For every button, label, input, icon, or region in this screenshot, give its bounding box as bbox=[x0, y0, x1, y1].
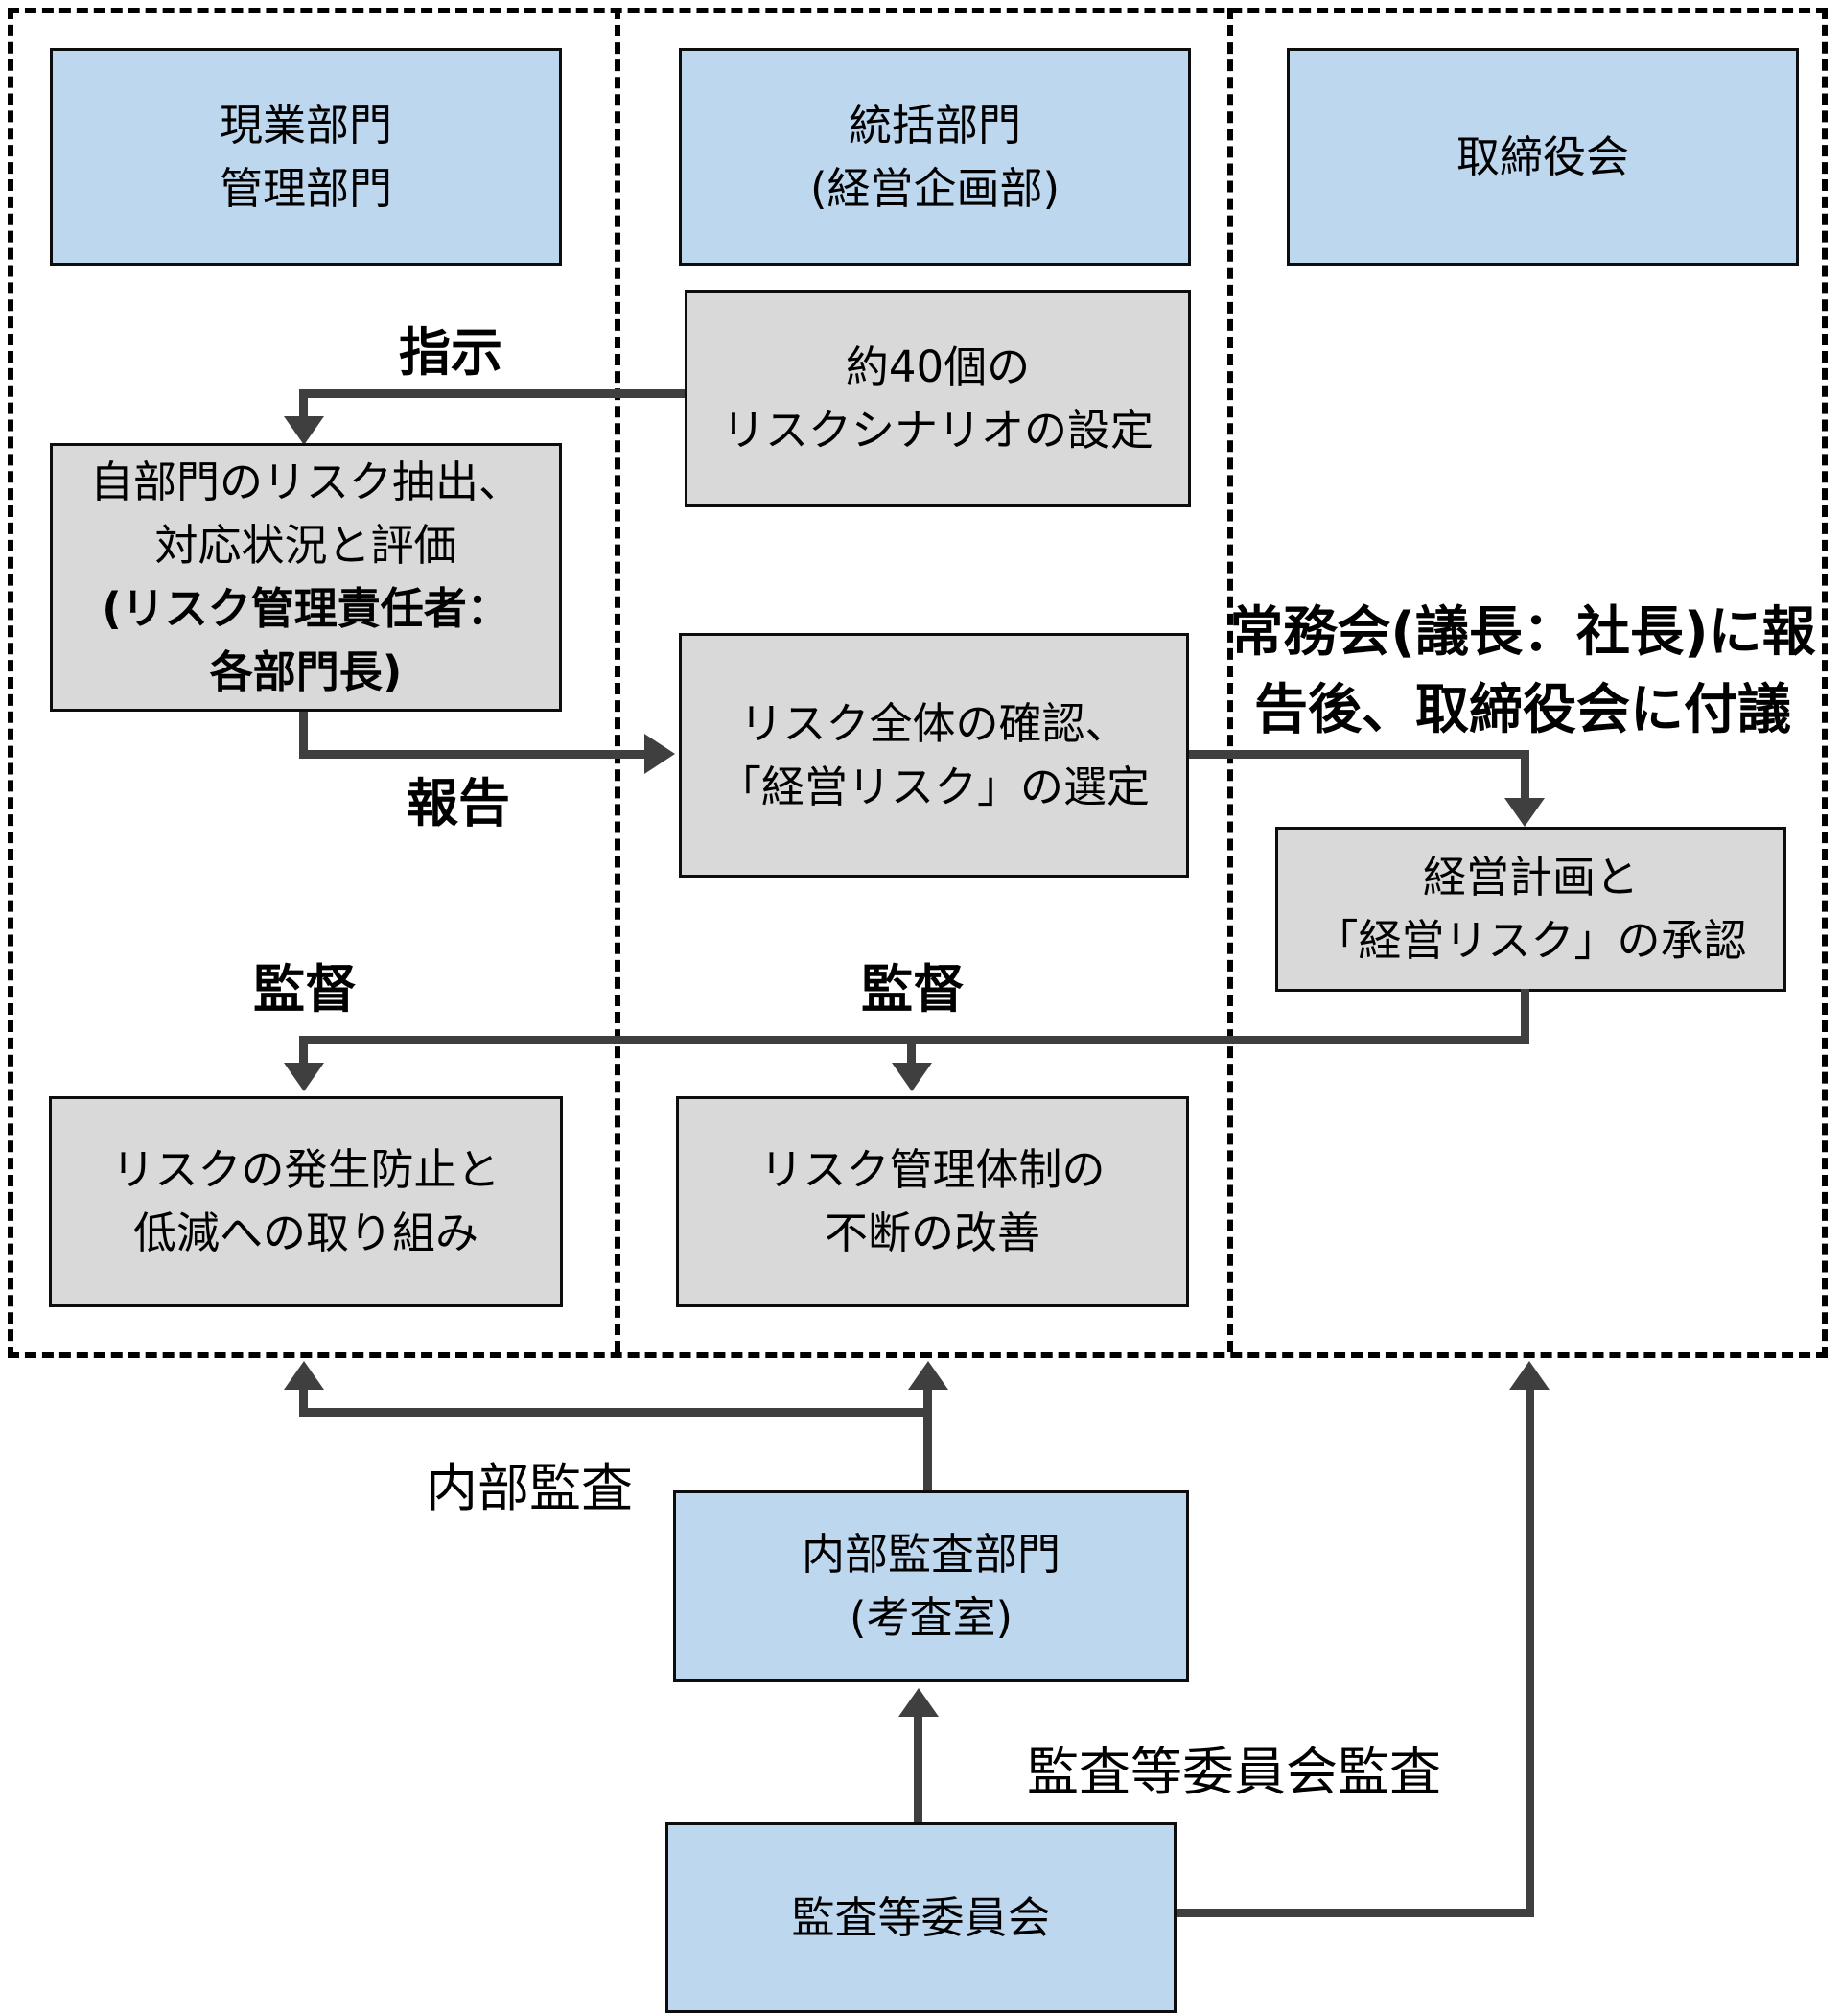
naibu-kansa-right-arrowhead-icon bbox=[908, 1361, 948, 1390]
jomukai-label: 常務会(議長：社長)に報 告後、取締役会に付議 bbox=[1216, 594, 1829, 749]
kansato-iinkai-label-text: 監査等委員会 bbox=[791, 1891, 1051, 1943]
jibumon-line3: (リスク管理責任者： bbox=[102, 583, 510, 634]
iinkai-board-arrowhead-icon bbox=[1509, 1361, 1550, 1390]
tokatsu-line1: 統括部門 bbox=[848, 99, 1021, 151]
kanri-taisei-line1: リスク管理体制の bbox=[759, 1144, 1106, 1195]
fugi-arrow-horizontal bbox=[1189, 750, 1529, 759]
torishimariyakukai-box: 取締役会 bbox=[1287, 48, 1799, 266]
tokatsu-bumon-box: 統括部門 (経営企画部) bbox=[679, 48, 1191, 266]
hassei-boshi-line2: 低減への取り組み bbox=[132, 1207, 478, 1258]
jomukai-label-line1: 常務会(議長：社長)に報 bbox=[1229, 601, 1816, 664]
jibumon-line4: 各部門長) bbox=[209, 646, 403, 697]
fugi-arrowhead-icon bbox=[1504, 798, 1545, 827]
jibumon-line2: 対応状況と評価 bbox=[154, 520, 457, 571]
shiji-arrowhead-icon bbox=[284, 416, 324, 445]
kansato-iinkai-box: 監査等委員会 bbox=[665, 1822, 1177, 2013]
gemba-kanri-bumon-box: 現業部門 管理部門 bbox=[50, 48, 562, 266]
risk-zentai-box: リスク全体の確認、 「経営リスク」の選定 bbox=[679, 633, 1189, 878]
naibu-kansa-bumon-line2: (考査室) bbox=[849, 1592, 1014, 1643]
iinkai-board-vertical bbox=[1526, 1388, 1534, 1917]
hokoku-label: 報告 bbox=[407, 773, 510, 833]
fugi-arrow-vertical bbox=[1521, 750, 1529, 800]
jibumon-risk-box: 自部門のリスク抽出、 対応状況と評価 (リスク管理責任者： 各部門長) bbox=[50, 443, 562, 712]
column-separator-left bbox=[615, 8, 620, 1352]
jibumon-line1: 自部門のリスク抽出、 bbox=[89, 457, 522, 507]
iinkai-board-horizontal bbox=[1177, 1909, 1534, 1917]
risk-zentai-line1: リスク全体の確認、 bbox=[739, 697, 1129, 749]
hokoku-arrow-vertical bbox=[299, 712, 308, 754]
column-separator-right bbox=[1227, 8, 1233, 1352]
risk-scenario-line2: リスクシナリオの設定 bbox=[721, 404, 1154, 456]
kantoku-left-arrowhead-icon bbox=[284, 1063, 324, 1091]
kanri-taisei-line2: 不断の改善 bbox=[824, 1207, 1040, 1258]
iinkai-kansa-arrowhead-icon bbox=[898, 1688, 939, 1717]
kantoku-left-stub bbox=[299, 1042, 308, 1065]
keiei-keikaku-line1: 経営計画と bbox=[1422, 852, 1639, 903]
hassei-boshi-box: リスクの発生防止と 低減への取り組み bbox=[49, 1096, 563, 1307]
keiei-keikaku-box: 経営計画と 「経営リスク」の承認 bbox=[1275, 827, 1786, 992]
naibu-kansa-horizontal bbox=[299, 1408, 932, 1417]
jomukai-label-line2: 告後、取締役会に付議 bbox=[1254, 679, 1791, 741]
naibu-kansa-bumon-box: 内部監査部門 (考査室) bbox=[673, 1490, 1189, 1682]
kantoku-arrow-horizontal bbox=[299, 1036, 1529, 1044]
iinkai-kansa-vertical bbox=[914, 1715, 922, 1822]
naibu-kansa-label: 内部監査 bbox=[426, 1458, 633, 1518]
hokoku-arrow-horizontal bbox=[299, 750, 644, 759]
shiji-arrow-horizontal bbox=[299, 389, 685, 398]
dashed-outer-frame bbox=[8, 8, 1828, 1358]
shiji-label: 指示 bbox=[399, 322, 502, 383]
kanri-taisei-box: リスク管理体制の 不断の改善 bbox=[676, 1096, 1189, 1307]
risk-scenario-line1: 約40個の bbox=[845, 340, 1031, 392]
kansato-iinkai-kansa-label: 監査等委員会監査 bbox=[1027, 1742, 1441, 1802]
naibu-kansa-bumon-line1: 内部監査部門 bbox=[801, 1529, 1060, 1580]
tokatsu-line2: (経営企画部) bbox=[809, 162, 1060, 214]
kantoku-middle-label: 監督 bbox=[861, 959, 965, 1020]
risk-zentai-line2: 「経営リスク」の選定 bbox=[717, 761, 1150, 812]
keiei-keikaku-line2: 「経営リスク」の承認 bbox=[1315, 915, 1747, 966]
hokoku-arrowhead-icon bbox=[644, 734, 675, 774]
shiji-arrow-vertical bbox=[299, 389, 308, 418]
kantoku-arrow-drop bbox=[1521, 989, 1529, 1043]
gemba-line2: 管理部門 bbox=[219, 162, 392, 214]
gemba-line1: 現業部門 bbox=[219, 99, 392, 151]
torishimariyakukai-label: 取締役会 bbox=[1456, 130, 1629, 182]
kantoku-middle-arrowhead-icon bbox=[892, 1063, 932, 1091]
kantoku-middle-stub bbox=[907, 1042, 916, 1065]
hassei-boshi-line1: リスクの発生防止と bbox=[111, 1144, 501, 1195]
naibu-kansa-left-arrowhead-icon bbox=[284, 1361, 324, 1390]
kantoku-left-label: 監督 bbox=[253, 959, 357, 1020]
risk-scenario-box: 約40個の リスクシナリオの設定 bbox=[685, 290, 1191, 507]
naibu-kansa-left-stub bbox=[299, 1388, 308, 1417]
naibu-kansa-right-vertical bbox=[923, 1388, 932, 1490]
